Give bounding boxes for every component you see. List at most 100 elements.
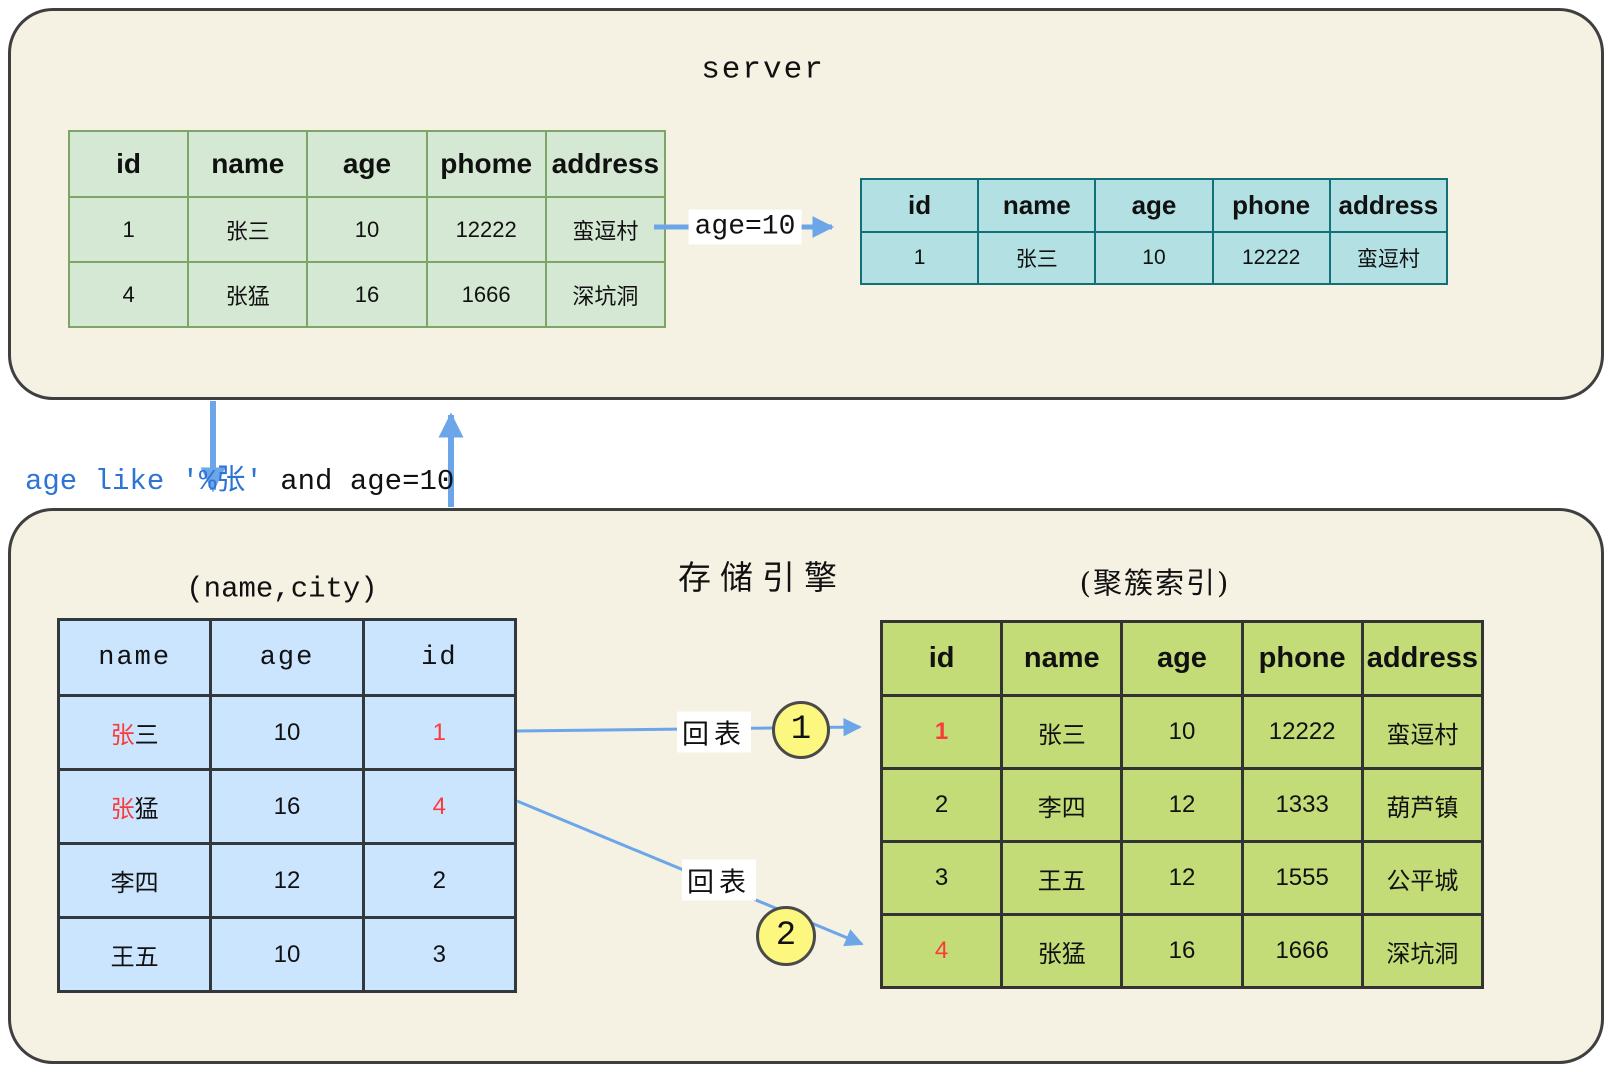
data-cell: 张猛 [56,768,213,845]
column-header: age [1094,178,1214,233]
column-header: phone [1240,620,1364,697]
query-condition-rest: and age=10 [262,465,455,498]
column-header: age [209,618,365,697]
data-cell: 3 [879,840,1004,916]
data-cell: 10 [1120,694,1244,770]
data-cell: 1 [361,694,518,771]
data-cell: 深坑洞 [1360,913,1485,989]
highlighted-value: 1 [432,718,446,746]
data-cell: 王五 [1000,840,1124,916]
data-cell: 公平城 [1360,840,1485,916]
column-header: name [187,130,309,198]
data-cell: 蛮逗村 [1328,231,1449,285]
data-cell: 10 [209,916,365,993]
data-cell: 1 [879,694,1004,770]
data-cell: 蛮逗村 [544,196,667,263]
column-header: id [879,620,1004,697]
highlighted-value: 猛 [134,796,159,823]
column-header: address [1328,178,1449,233]
column-header: phome [425,130,547,198]
column-header: age [1120,620,1244,697]
data-cell: 1 [67,196,190,263]
data-cell: 张三 [1000,694,1124,770]
data-cell: 2 [879,767,1004,843]
data-cell: 16 [306,261,428,328]
data-cell: 张猛 [187,261,309,328]
data-cell: 12 [1120,840,1244,916]
data-cell: 12222 [1240,694,1364,770]
highlighted-value: 4 [432,792,446,820]
data-cell: 1 [859,231,980,285]
data-cell: 1333 [1240,767,1364,843]
column-header: id [859,178,980,233]
highlighted-value: 张 [110,722,135,749]
data-cell: 李四 [56,842,213,919]
highlighted-value: 1 [934,718,949,745]
data-cell: 1666 [1240,913,1364,989]
data-cell: 李四 [1000,767,1124,843]
data-cell: 张三 [56,694,213,771]
data-cell: 4 [879,913,1004,989]
column-header: name [56,618,213,697]
column-header: name [1000,620,1124,697]
data-cell: 12222 [425,196,547,263]
server-layer-title: server [701,52,825,88]
column-header: address [1360,620,1485,697]
data-cell: 10 [306,196,428,263]
data-cell: 10 [1094,231,1214,285]
step-badge-1: 1 [772,701,830,759]
column-header: address [544,130,667,198]
column-header: age [306,130,428,198]
data-cell: 16 [1120,913,1244,989]
data-cell: 深坑洞 [544,261,667,328]
data-cell: 12222 [1211,231,1331,285]
data-cell: 1555 [1240,840,1364,916]
data-cell: 10 [209,694,365,771]
column-header: id [67,130,190,198]
query-condition-text: age like '%张' and age=10 [25,456,454,498]
data-cell: 张三 [187,196,309,263]
data-cell: 葫芦镇 [1360,767,1485,843]
column-header: phone [1211,178,1331,233]
back-to-table-label-2: 回表 [682,859,756,901]
data-cell: 12 [1120,767,1244,843]
data-cell: 16 [209,768,365,845]
data-cell: 3 [361,916,518,993]
query-condition-indexed-part: age like '%张' [25,465,263,498]
data-cell: 张猛 [1000,913,1124,989]
highlighted-value: 三 [134,722,159,749]
data-cell: 张三 [977,231,1097,285]
filter-arrow-label: age=10 [688,209,802,245]
column-header: name [977,178,1097,233]
clustered-index-caption: (聚簇索引) [1079,566,1231,600]
back-to-table-label-1: 回表 [677,711,751,753]
data-cell: 4 [67,261,190,328]
data-cell: 12 [209,842,365,919]
data-cell: 2 [361,842,518,919]
highlighted-value: 张 [110,796,135,823]
data-cell: 王五 [56,916,213,993]
data-cell: 蛮逗村 [1360,694,1485,770]
secondary-index-caption: (name,city) [186,572,378,606]
data-cell: 1666 [425,261,547,328]
highlighted-value: 4 [934,937,949,964]
storage-engine-title: 存储引擎 [678,558,846,597]
step-badge-2: 2 [756,906,816,966]
column-header: id [361,618,518,697]
